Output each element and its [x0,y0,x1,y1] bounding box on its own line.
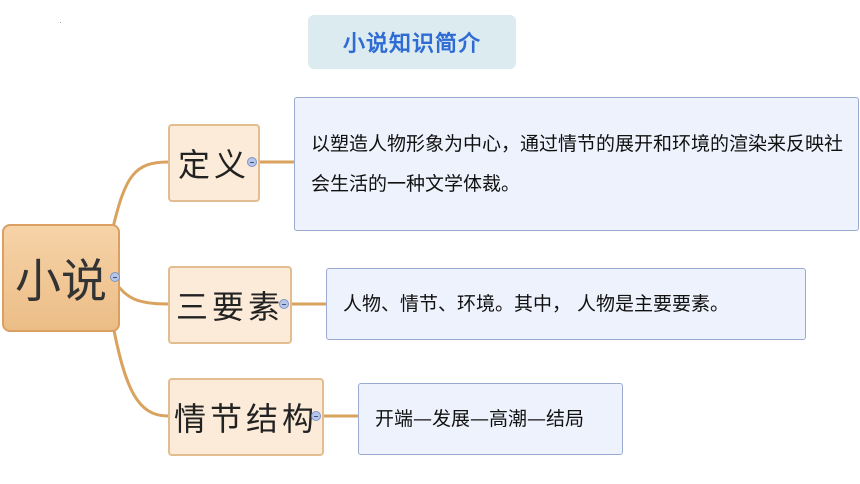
collapse-toggle-icon[interactable] [279,299,289,309]
branch-node-definition[interactable]: 定义 [168,124,260,202]
leaf-node-plot-text: 开端—发展—高潮—结局 [358,383,623,455]
connector-root-elements [110,276,169,306]
collapse-toggle-icon[interactable] [110,272,120,282]
collapse-toggle-icon[interactable] [311,411,321,421]
root-node-novel[interactable]: 小说 [2,224,120,332]
branch-node-plot-structure[interactable]: 情节结构 [168,378,324,456]
page-title: 小说知识简介 [308,15,516,69]
leaf-node-definition-text: 以塑造人物形象为中心，通过情节的展开和环境的渲染来反映社会生活的一种文学体裁。 [294,97,859,231]
branch-node-three-elements[interactable]: 三要素 [168,266,292,344]
connector-root-plot [110,319,169,418]
connector-root-definition [110,160,169,233]
leaf-node-elements-text: 人物、情节、环境。其中， 人物是主要要素。 [326,268,806,340]
stray-dot [60,22,61,23]
collapse-toggle-icon[interactable] [247,157,257,167]
